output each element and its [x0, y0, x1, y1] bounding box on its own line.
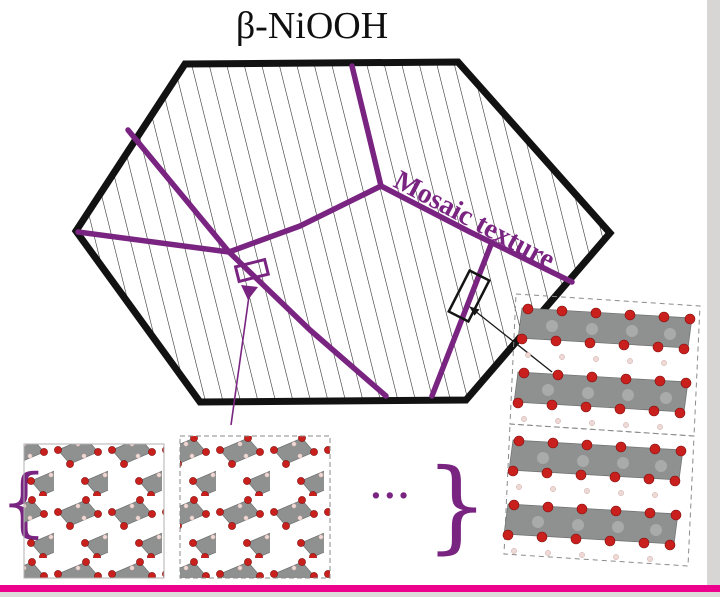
unit-cell-outline-top — [509, 293, 701, 437]
ellipsis-label: ... — [370, 467, 412, 507]
layered-structure-panel — [502, 293, 701, 567]
niooh-slab — [512, 367, 692, 431]
unit-cell-panel-1 — [23, 443, 165, 579]
stacking-region-marker — [447, 268, 553, 373]
right-edge-shade — [707, 0, 720, 597]
niooh-slab — [507, 435, 687, 499]
zoom-arrow-line — [230, 295, 250, 426]
bottom-edge-shade — [0, 591, 720, 597]
zoom-region-marker — [230, 257, 271, 426]
unit-cell-outline-bottom — [503, 423, 695, 567]
stacking-arrow-line — [469, 306, 553, 373]
mosaic-boundary-lines — [75, 63, 575, 399]
down-arrow-icon — [241, 285, 258, 300]
niooh-slab — [502, 499, 682, 563]
close-brace: } — [425, 447, 489, 564]
niooh-slab — [516, 303, 696, 367]
bottom-accent-line — [0, 585, 720, 592]
figure-title: β-NiOOH — [236, 5, 388, 47]
unit-cell-panel-2 — [179, 435, 331, 579]
